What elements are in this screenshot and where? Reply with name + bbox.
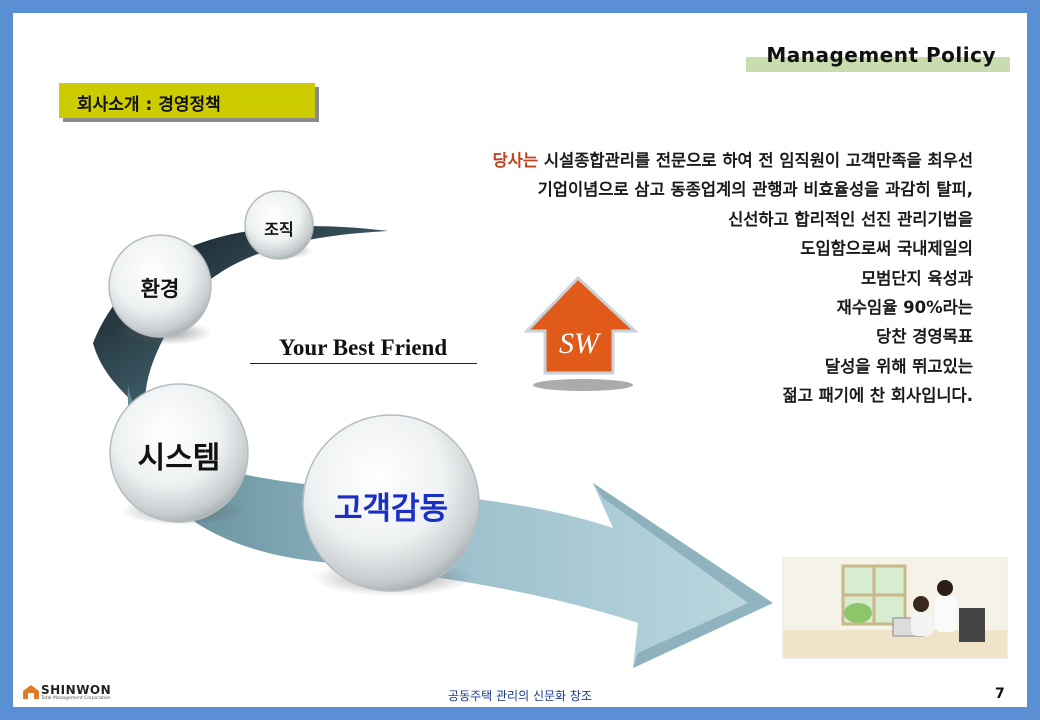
arrow-edge: [593, 483, 773, 668]
section-label: 회사소개 : 경영정책: [77, 95, 221, 115]
footer-brand: SHINWON Total Management Corporation: [21, 683, 131, 703]
description-line-2: 기업이념으로 삼고 동종업계의 관행과 비효율성을 과감히 탈피,: [537, 180, 973, 200]
brand-subtitle: Total Management Corporation: [41, 696, 111, 701]
description-line-8: 달성을 위해 뛰고있는: [824, 356, 973, 376]
description-line-7: 당찬 경영목표: [876, 327, 973, 347]
description-line-4: 도입함으로써 국내제일의: [800, 239, 973, 259]
slogan-underline: [250, 363, 477, 364]
footer-tagline: 공동주택 관리의 신문화 창조: [448, 689, 592, 703]
description-highlight: 당사는: [492, 151, 539, 170]
description-line-1: 당사는 시설종합관리를 전문으로 하여 전 임직원이 고객만족을 최우선: [492, 151, 973, 170]
section-label-box: 회사소개 : 경영정책: [59, 83, 315, 118]
env-sphere: [108, 234, 212, 338]
shinwon-logo-icon: [23, 685, 39, 699]
page-title: Management Policy: [766, 43, 996, 67]
description-line-9: 젊고 패기에 찬 회사입니다.: [782, 386, 973, 406]
description-line-6: 재수임율 90%라는: [836, 298, 973, 318]
policy-diagram: SW: [23, 190, 774, 699]
slogan-text: Your Best Friend: [278, 335, 448, 360]
office-photo: [782, 557, 1008, 659]
env-label: 환경: [140, 277, 180, 301]
page-title-tab: Management Policy: [746, 43, 1010, 72]
title-underline-bar: [746, 57, 1010, 72]
org-label: 조직: [264, 220, 294, 239]
customer-sphere: [302, 414, 480, 592]
org-sphere: [244, 190, 314, 260]
customer-label: 고객감동: [333, 491, 449, 527]
system-sphere: [109, 383, 249, 523]
description-line-3: 신선하고 합리적인 선진 관리기법을: [728, 209, 973, 229]
brand-name: SHINWON: [41, 683, 112, 697]
sw-logo-text: SW: [559, 327, 602, 360]
page-number: 7: [995, 686, 1005, 702]
company-description: 당사는 시설종합관리를 전문으로 하여 전 임직원이 고객만족을 최우선 기업이…: [343, 146, 973, 411]
description-line-5: 모범단지 육성과: [860, 268, 973, 288]
slide: Management Policy 회사소개 : 경영정책: [13, 13, 1027, 707]
sw-logo-icon: SW: [523, 275, 639, 391]
system-label: 시스템: [137, 441, 221, 476]
